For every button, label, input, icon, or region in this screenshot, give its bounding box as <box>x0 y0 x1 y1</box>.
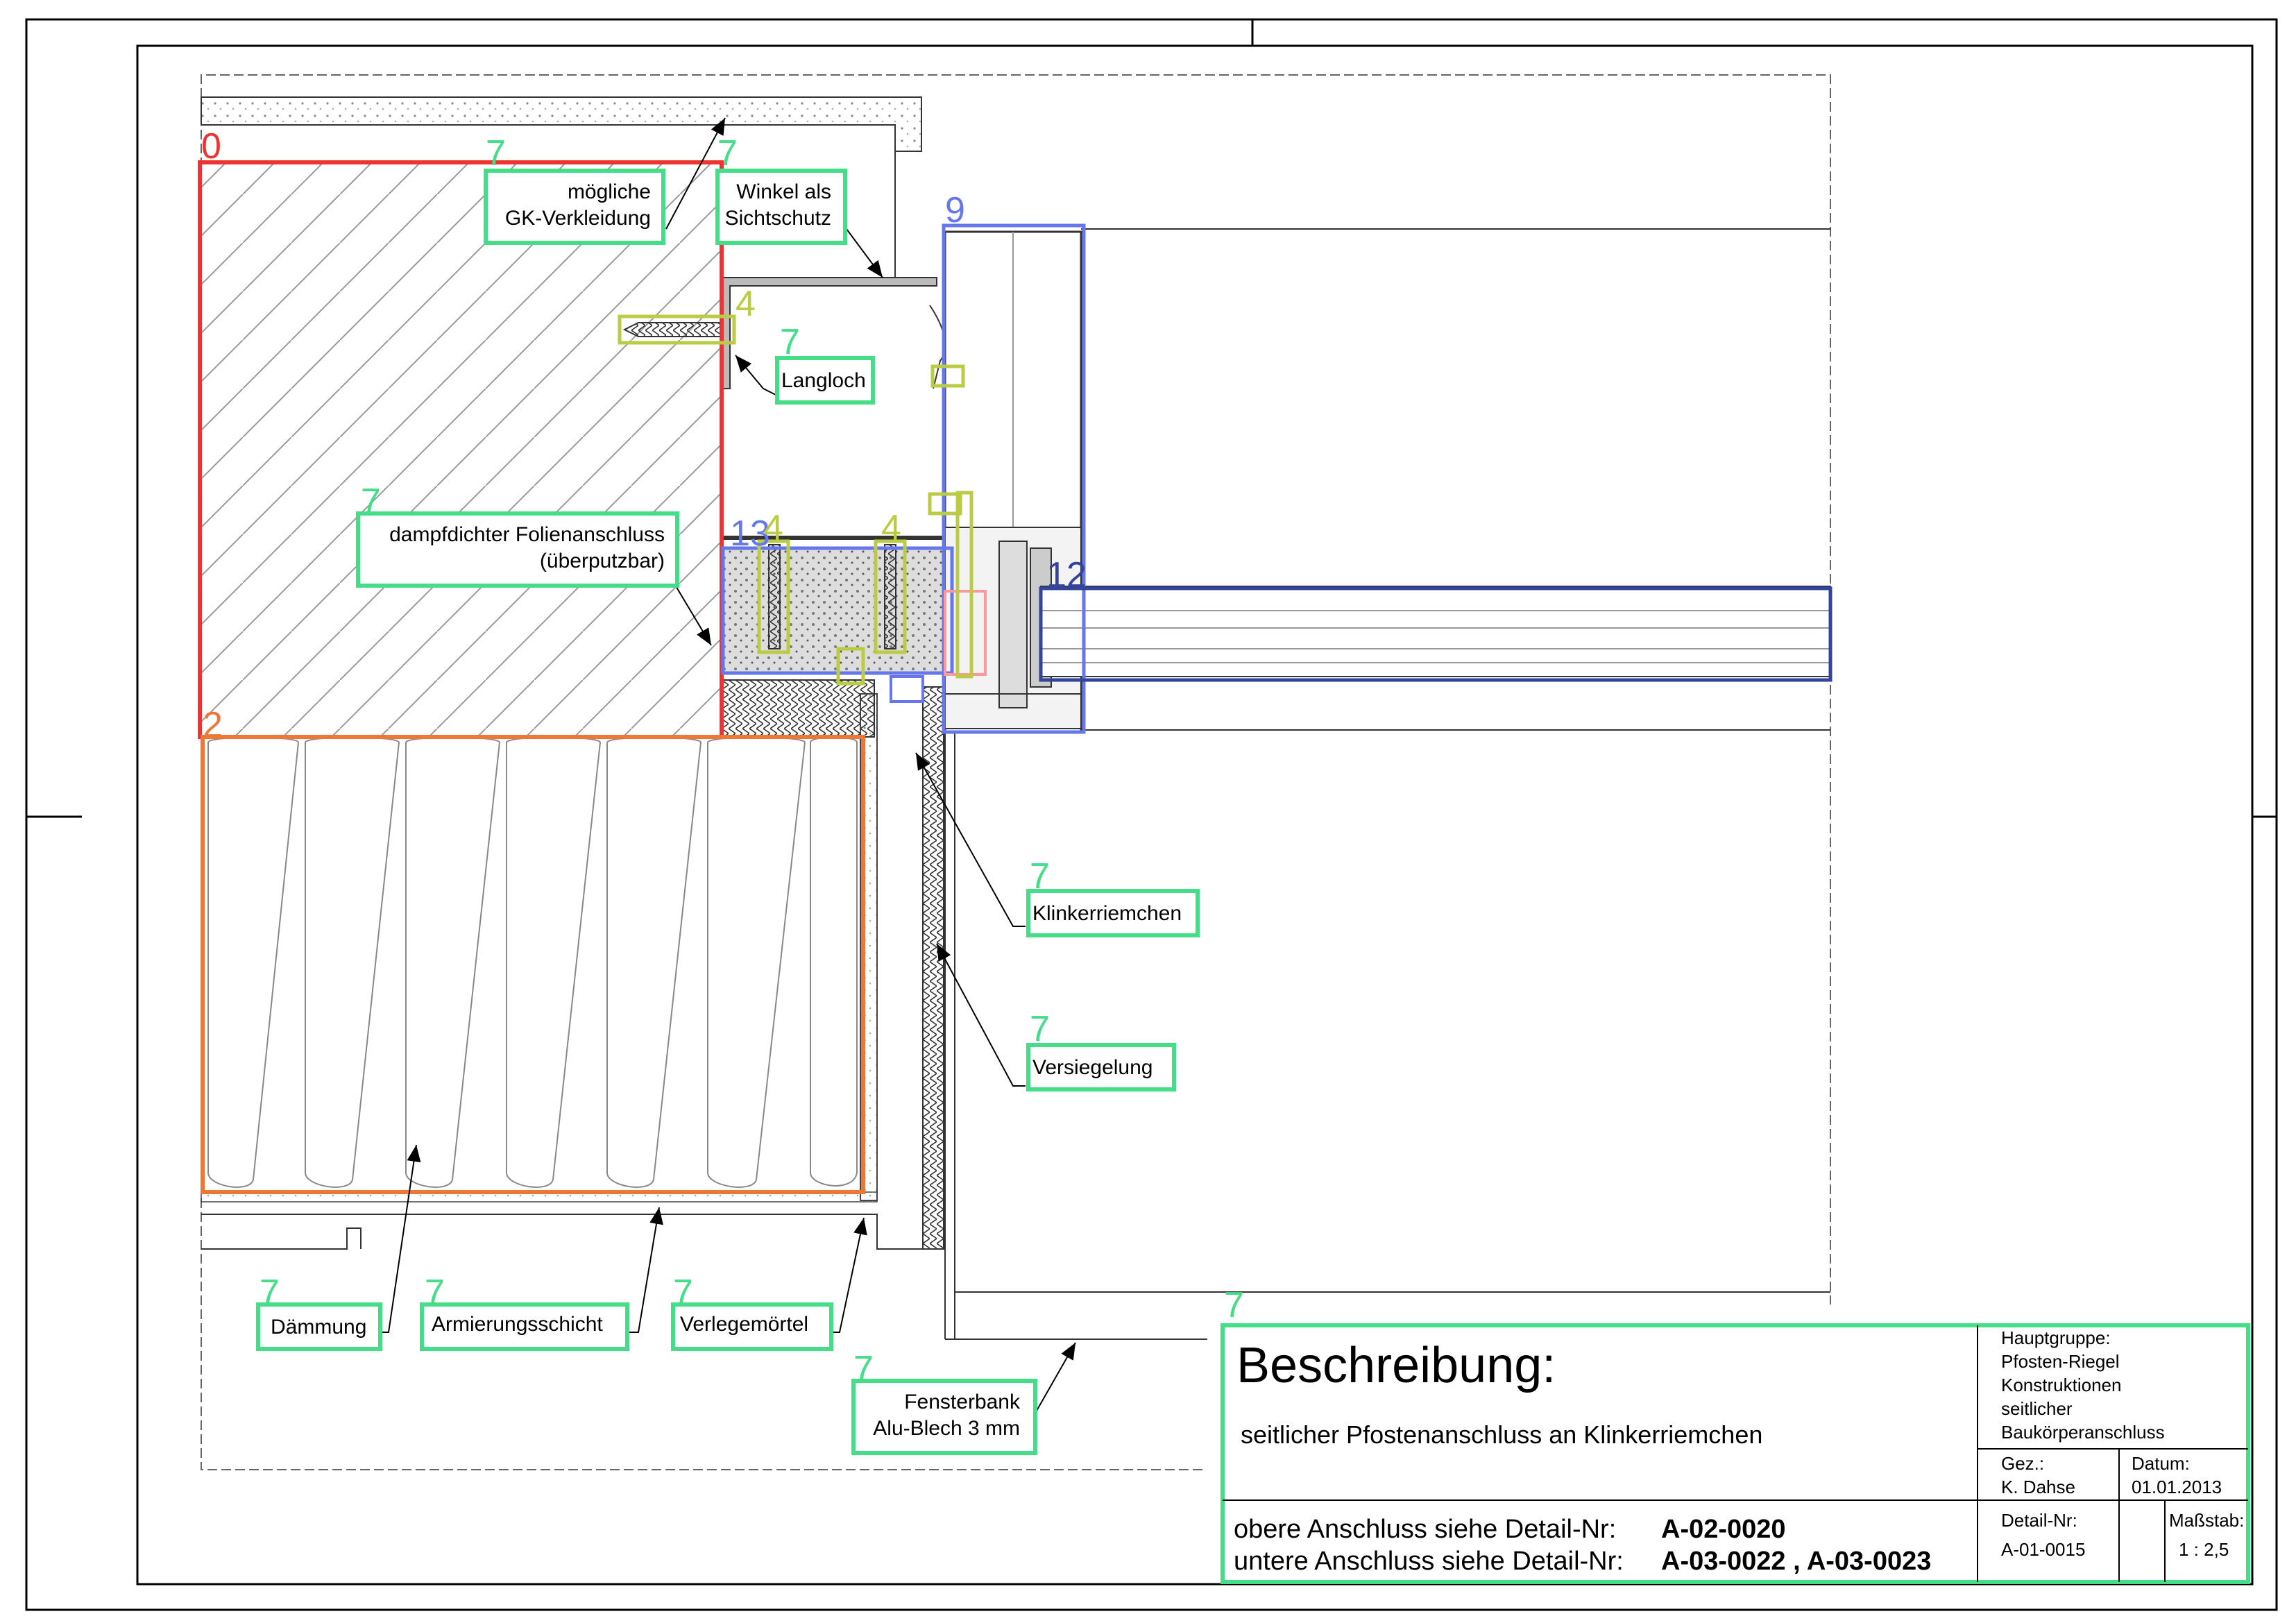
group-line-3: Konstruktionen <box>2001 1375 2121 1395</box>
glazing-unit <box>1040 586 1831 677</box>
group-line-4: seitlicher <box>2001 1398 2073 1419</box>
label-armierung: Armierungsschicht <box>432 1313 603 1336</box>
ref-upper-label: obere Anschluss siehe Detail-Nr: <box>1234 1515 1616 1544</box>
mullion-profile <box>944 230 1082 733</box>
ref-lower-label: untere Anschluss siehe Detail-Nr: <box>1234 1547 1624 1576</box>
detail-boundary <box>201 74 1831 1470</box>
label-versiegelung: Versiegelung <box>1032 1056 1153 1079</box>
label-langloch: Langloch <box>781 369 866 392</box>
group-line-5: Baukörperanschluss <box>2001 1422 2165 1443</box>
label-daemmung: Dämmung <box>271 1316 366 1339</box>
insulation-layer <box>201 736 861 1193</box>
sheet-frame <box>25 18 2278 1611</box>
date-label: Datum: <box>2132 1453 2190 1474</box>
title-heading: Beschreibung: <box>1236 1338 1556 1393</box>
ref-lower-value: A-03-0022 , A-03-0023 <box>1661 1547 1931 1576</box>
annotation-number-7k: 7 <box>1224 1285 1244 1325</box>
label-boxes <box>256 169 1200 1455</box>
annotation-number-12: 12 <box>1046 555 1087 595</box>
label-klinker: Klinkerriemchen <box>1032 902 1182 925</box>
annotation-number-7a: 7 <box>486 133 506 173</box>
group-line-2: Pfosten-Riegel <box>2001 1351 2120 1372</box>
brick-slip-strip <box>922 686 944 1250</box>
detail-label: Detail-Nr: <box>2001 1510 2077 1531</box>
annotation-number-7b: 7 <box>717 133 738 173</box>
annotation-number-9: 9 <box>945 190 965 230</box>
label-gk-line2: GK-Verkleidung <box>505 207 651 230</box>
ref-upper-value: A-02-0020 <box>1661 1515 1786 1544</box>
label-winkel-line2: Sichtschutz <box>725 207 831 230</box>
masonry-wall <box>201 163 721 738</box>
annotation-number-0: 0 <box>201 126 221 167</box>
annotation-number-4b: 4 <box>881 508 901 548</box>
annotation-boxes <box>198 160 1832 1194</box>
annotation-number-2: 2 <box>203 705 223 745</box>
scale-label: Maßstab: <box>2169 1510 2244 1531</box>
label-gk-line1: mögliche <box>568 180 651 203</box>
annotation-number-4: 4 <box>735 284 756 324</box>
label-texts: mögliche GK-Verkleidung Winkel als Sicht… <box>271 180 1182 1440</box>
label-fensterbank-line2: Alu-Blech 3 mm <box>873 1417 1020 1440</box>
annotation-number-7c: 7 <box>780 322 800 362</box>
label-verlegemoertel: Verlegemörtel <box>680 1313 808 1336</box>
label-winkel-line1: Winkel als <box>736 180 831 203</box>
detail-value: A-01-0015 <box>2001 1539 2085 1560</box>
foam-block <box>721 547 944 674</box>
date-value: 01.01.2013 <box>2132 1477 2222 1497</box>
construction-lines <box>944 228 1830 1340</box>
joint-insulation <box>721 679 875 738</box>
label-folie-line1: dampfdichter Folienanschluss <box>389 523 665 546</box>
annotation-number-13: 13 <box>730 513 770 554</box>
title-block: Beschreibung: seitlicher Pfostenanschlus… <box>1221 1323 2250 1584</box>
scale-value: 1 : 2,5 <box>2179 1539 2229 1560</box>
screw-horizontal <box>622 322 722 337</box>
label-fensterbank-line1: Fensterbank <box>904 1391 1021 1413</box>
title-subtitle: seitlicher Pfostenanschluss an Klinkerri… <box>1241 1420 1762 1449</box>
drawn-label: Gez.: <box>2001 1453 2044 1474</box>
drawn-value: K. Dahse <box>2001 1477 2075 1497</box>
annotation-number-4c: 4 <box>763 508 783 548</box>
group-line-1: Hauptgruppe: <box>2001 1327 2111 1348</box>
annotation-number-7f: 7 <box>1030 1009 1050 1049</box>
label-folie-line2: (überputzbar) <box>540 550 665 572</box>
